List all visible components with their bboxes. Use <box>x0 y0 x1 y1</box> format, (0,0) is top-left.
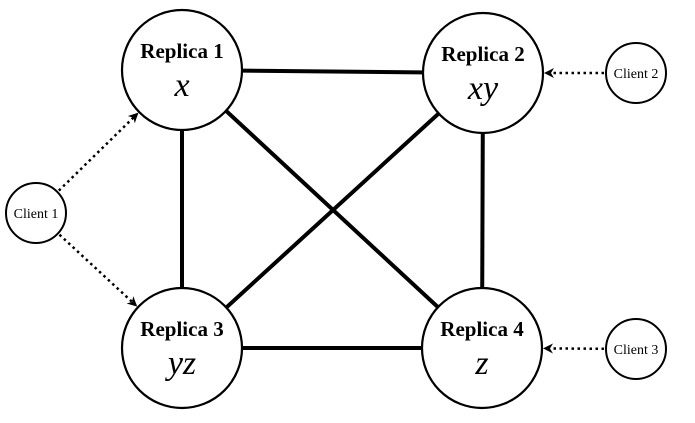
replica-name: Replica 3 <box>140 317 223 341</box>
client-link-c1-r3 <box>58 233 138 307</box>
client-circle <box>605 42 667 104</box>
client-node-1: Client 1 <box>5 182 67 244</box>
replica-circle <box>120 8 244 132</box>
replica-value: x <box>173 67 189 104</box>
client-label: Client 3 <box>614 343 659 358</box>
client-label: Client 2 <box>614 67 659 82</box>
replica-name: Replica 4 <box>440 317 524 341</box>
replica-circle <box>421 11 545 135</box>
replica-name: Replica 2 <box>441 42 524 66</box>
client-node-2: Client 2 <box>605 42 667 104</box>
replica-value: yz <box>165 345 196 382</box>
replica-node-2: Replica 2 xy <box>421 11 545 135</box>
replica-node-1: Replica 1 x <box>120 8 244 132</box>
client-circle <box>605 318 667 380</box>
replica-name: Replica 1 <box>140 39 223 63</box>
client-links <box>57 68 605 354</box>
client-link-c1-r1 <box>57 112 139 192</box>
client-circle <box>5 182 67 244</box>
replica-node-3: Replica 3 yz <box>120 286 244 410</box>
client-label: Client 1 <box>14 207 59 222</box>
replica-circle <box>120 286 244 410</box>
client-node-3: Client 3 <box>605 318 667 380</box>
replica-node-4: Replica 4 z <box>420 286 544 410</box>
replica-value: xy <box>467 70 499 107</box>
replica-value: z <box>474 345 488 382</box>
replica-circle <box>420 286 544 410</box>
edge-r2-r3 <box>180 71 485 350</box>
